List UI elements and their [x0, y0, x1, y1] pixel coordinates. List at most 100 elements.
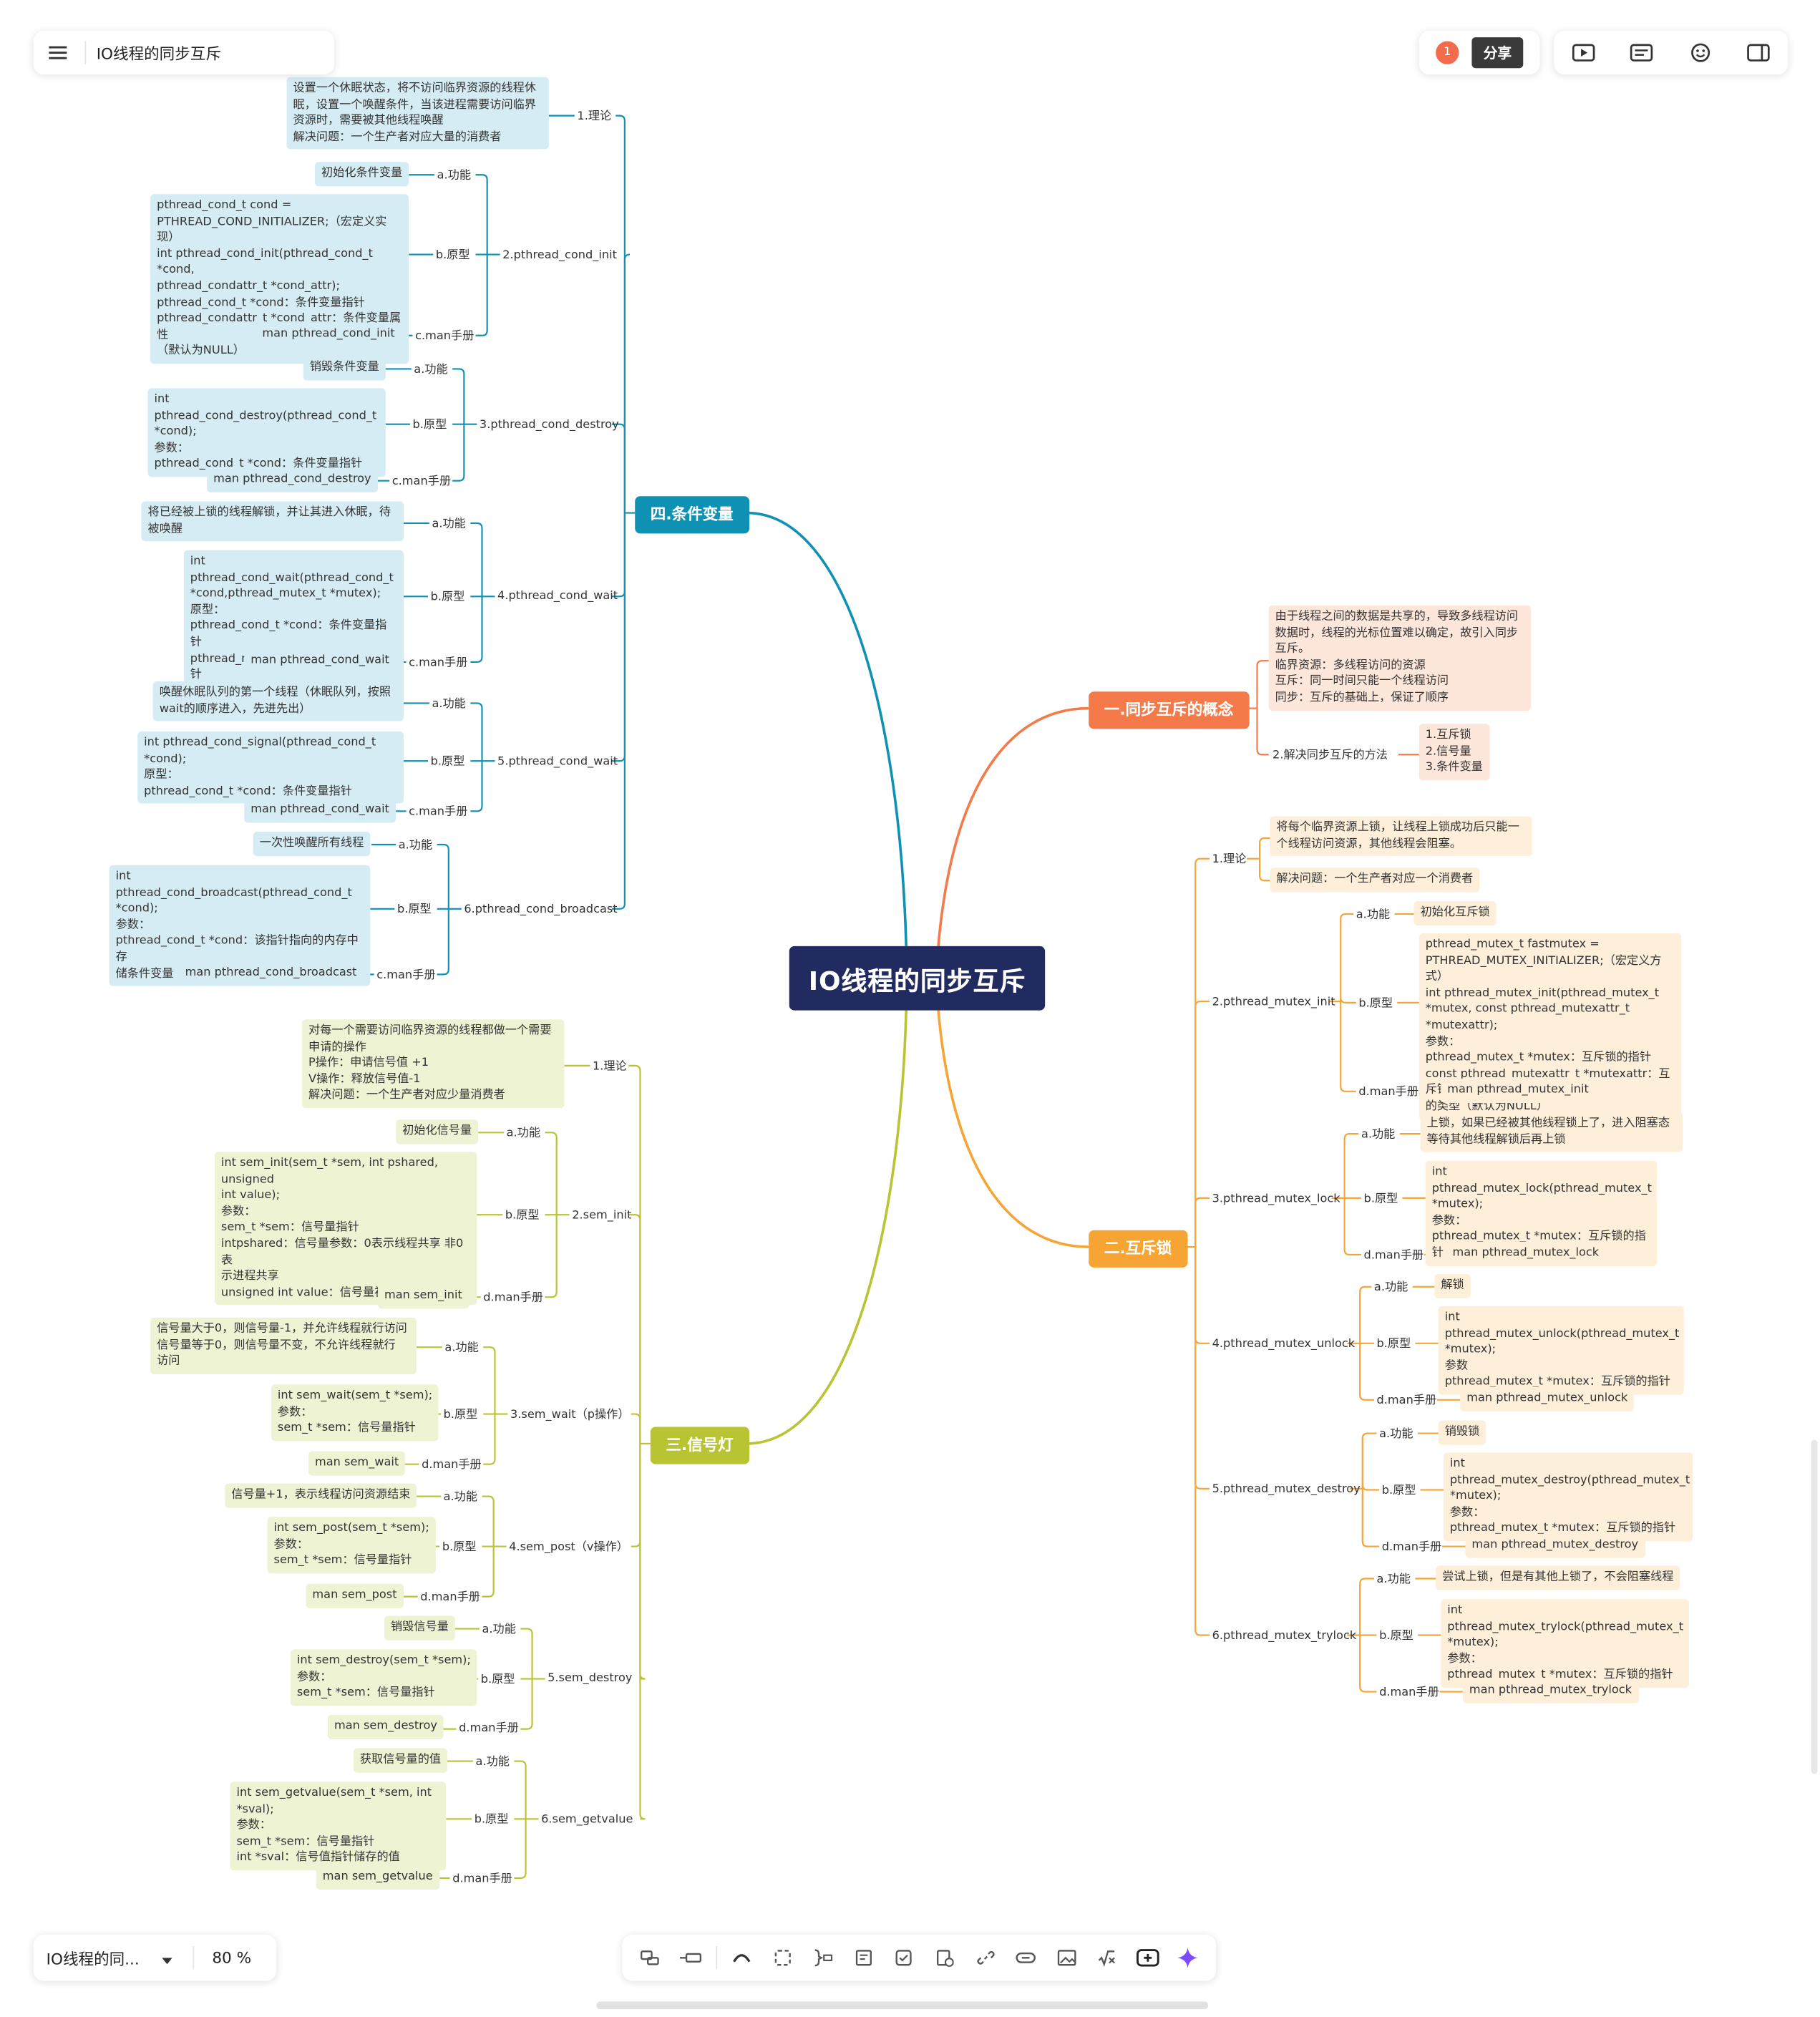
cv-wait-proto-label[interactable]: b.原型 — [430, 591, 465, 605]
cv-wait-func-label[interactable]: a.功能 — [432, 517, 466, 531]
mutex-destroy-label[interactable]: 5.pthread_mutex_destroy — [1212, 1483, 1361, 1497]
sem-wait-func-label[interactable]: a.功能 — [444, 1342, 479, 1355]
mutex-theory-text[interactable]: 将每个临界资源上锁，让线程上锁成功后只能一 个线程访问资源，其他线程会阻塞。 — [1270, 816, 1532, 857]
sem-init-func-label[interactable]: a.功能 — [506, 1127, 541, 1141]
cv-destroy-proto-text[interactable]: int pthread_cond_destroy(pthread_cond_t … — [147, 388, 386, 477]
zoom-level[interactable]: 80 % — [212, 1948, 252, 1967]
cv-broadcast-func-text[interactable]: 一次性唤醒所有线程 — [253, 832, 371, 856]
cv-wait-man-text[interactable]: man pthread_cond_wait — [244, 648, 396, 674]
sem-getvalue-proto-text[interactable]: int sem_getvalue(sem_t *sem, int *sval);… — [230, 1782, 447, 1871]
cv-signal-proto-label[interactable]: b.原型 — [430, 756, 465, 769]
cv-init-func-text[interactable]: 初始化条件变量 — [315, 162, 409, 186]
cv-destroy-label[interactable]: 3.pthread_cond_destroy — [479, 419, 619, 432]
mutex-destroy-man-label[interactable]: d.man手册 — [1381, 1541, 1442, 1555]
sem-getvalue-proto-label[interactable]: b.原型 — [474, 1814, 509, 1827]
mutex-theory-problem[interactable]: 解决问题：一个生产者对应一个消费者 — [1270, 867, 1480, 892]
sem-init-proto-text[interactable]: int sem_init(sem_t *sem, int pshared, un… — [214, 1152, 477, 1306]
image-icon[interactable] — [1051, 1943, 1081, 1973]
central-topic[interactable]: IO线程的同步互斥 — [789, 946, 1046, 1011]
cv-signal-label[interactable]: 5.pthread_cond_wait — [497, 756, 618, 769]
sem-wait-man-text[interactable]: man sem_wait — [308, 1451, 406, 1476]
mutex-unlock-man-label[interactable]: d.man手册 — [1376, 1394, 1437, 1408]
sem-destroy-man-label[interactable]: d.man手册 — [459, 1722, 519, 1736]
sem-destroy-func-label[interactable]: a.功能 — [482, 1623, 516, 1637]
sem-destroy-proto-text[interactable]: int sem_destroy(sem_t *sem); 参数： sem_t *… — [290, 1649, 477, 1706]
cv-init-man-text[interactable]: man pthread_cond_init — [256, 322, 402, 347]
sem-destroy-func-text[interactable]: 销毁信号量 — [384, 1615, 455, 1640]
sibling-node-icon[interactable] — [675, 1943, 706, 1973]
mutex-lock-man-label[interactable]: d.man手册 — [1363, 1249, 1424, 1263]
cv-signal-func-text[interactable]: 唤醒休眠队列的第一个线程（休眠队列，按照 wait的顺序进入，先进先出） — [152, 681, 404, 721]
branch-condition-variable[interactable]: 四.条件变量 — [635, 496, 749, 533]
sem-destroy-man-text[interactable]: man sem_destroy — [327, 1714, 444, 1739]
cv-init-man-label[interactable]: c.man手册 — [415, 330, 475, 344]
mutex-lock-func-text[interactable]: 上锁，如果已经被其他线程锁上了，进入阻塞态 等待其他线程解锁后再上锁 — [1420, 1112, 1683, 1152]
mutex-unlock-func-label[interactable]: a.功能 — [1373, 1281, 1408, 1295]
cv-init-func-label[interactable]: a.功能 — [437, 170, 472, 183]
cv-signal-func-label[interactable]: a.功能 — [432, 698, 466, 711]
mutex-init-man-label[interactable]: d.man手册 — [1358, 1086, 1418, 1099]
mutex-trylock-label[interactable]: 6.pthread_mutex_trylock — [1212, 1630, 1357, 1643]
mutex-init-proto-label[interactable]: b.原型 — [1358, 997, 1393, 1011]
mutex-trylock-func-text[interactable]: 尝试上锁，但是有其他上锁了，不会阻塞线程 — [1436, 1565, 1680, 1590]
sem-destroy-proto-label[interactable]: b.原型 — [480, 1673, 515, 1687]
cv-broadcast-man-label[interactable]: c.man手册 — [376, 969, 436, 983]
connector-icon[interactable] — [726, 1943, 757, 1973]
cv-wait-label[interactable]: 4.pthread_cond_wait — [497, 590, 618, 603]
chevron-down-icon[interactable] — [162, 1945, 175, 1970]
sem-wait-func-text[interactable]: 信号量大于0，则信号量-1，并允许线程就行访问 信号量等于0，则信号量不变，不允… — [150, 1317, 417, 1374]
cv-broadcast-func-label[interactable]: a.功能 — [398, 839, 433, 852]
ai-sparkle-icon[interactable] — [1172, 1943, 1203, 1973]
cv-broadcast-proto-text[interactable]: int pthread_cond_broadcast(pthread_cond_… — [109, 865, 371, 986]
mutex-unlock-proto-text[interactable]: int pthread_mutex_unlock(pthread_mutex_t… — [1438, 1306, 1684, 1395]
cv-signal-proto-text[interactable]: int pthread_cond_signal(pthread_cond_t *… — [137, 731, 404, 805]
sem-init-proto-label[interactable]: b.原型 — [505, 1210, 540, 1223]
sem-post-man-label[interactable]: d.man手册 — [420, 1591, 480, 1605]
cv-destroy-proto-label[interactable]: b.原型 — [412, 419, 447, 432]
emoji-icon[interactable] — [1683, 36, 1717, 69]
sem-post-func-text[interactable]: 信号量+1，表示线程访问资源结束 — [225, 1483, 417, 1507]
mutex-init-man-text[interactable]: man pthread_mutex_init — [1441, 1078, 1595, 1103]
mutex-init-label[interactable]: 2.pthread_mutex_init — [1212, 996, 1335, 1009]
notification-badge[interactable]: 1 — [1436, 41, 1459, 64]
sem-getvalue-man-label[interactable]: d.man手册 — [452, 1872, 512, 1886]
formula-icon[interactable] — [1091, 1943, 1122, 1973]
cv-destroy-man-text[interactable]: man pthread_cond_destroy — [207, 467, 378, 492]
sem-wait-man-label[interactable]: d.man手册 — [422, 1459, 482, 1472]
cv-wait-man-label[interactable]: c.man手册 — [409, 656, 468, 670]
sem-post-proto-label[interactable]: b.原型 — [442, 1541, 477, 1555]
hyperlink-icon[interactable] — [1011, 1943, 1041, 1973]
cv-signal-man-label[interactable]: c.man手册 — [409, 806, 468, 820]
task-icon[interactable] — [889, 1943, 920, 1973]
cv-theory-label[interactable]: 1.理论 — [577, 110, 612, 124]
child-node-icon[interactable] — [635, 1943, 666, 1973]
branch-mutex[interactable]: 二.互斥锁 — [1089, 1230, 1187, 1268]
cv-destroy-man-label[interactable]: c.man手册 — [391, 475, 452, 489]
horizontal-scrollbar[interactable] — [596, 2001, 1209, 2010]
branch-semaphore[interactable]: 三.信号灯 — [650, 1427, 749, 1464]
play-icon[interactable] — [1567, 36, 1600, 69]
cv-theory-text[interactable]: 设置一个休眠状态，将不访问临界资源的线程休 眠，设置一个唤醒条件，当该进程需要访… — [286, 77, 549, 150]
cv-broadcast-proto-label[interactable]: b.原型 — [396, 903, 432, 917]
comment-icon[interactable] — [1625, 36, 1659, 69]
mutex-unlock-label[interactable]: 4.pthread_mutex_unlock — [1212, 1338, 1356, 1351]
cv-wait-func-text[interactable]: 将已经被上锁的线程解锁，并让其进入休眠，待 被唤醒 — [141, 501, 404, 542]
branch-sync-concept[interactable]: 一.同步互斥的概念 — [1089, 691, 1249, 729]
sem-post-man-text[interactable]: man sem_post — [306, 1583, 404, 1608]
mutex-trylock-proto-text[interactable]: int pthread_mutex_trylock(pthread_mutex_… — [1441, 1599, 1689, 1688]
concept-text[interactable]: 由于线程之间的数据是共享的，导致多线程访问 数据时，线程的光标位置难以确定，故引… — [1268, 605, 1532, 711]
concept-methods-label[interactable]: 2.解决同步互斥的方法 — [1272, 749, 1388, 763]
sem-theory-label[interactable]: 1.理论 — [592, 1060, 627, 1074]
cv-broadcast-man-text[interactable]: man pthread_cond_broadcast — [178, 961, 364, 986]
sem-getvalue-func-text[interactable]: 获取信号量的值 — [353, 1748, 448, 1772]
add-icon[interactable] — [1132, 1943, 1163, 1973]
cv-destroy-func-label[interactable]: a.功能 — [414, 364, 448, 377]
sem-init-man-text[interactable]: man sem_init — [378, 1284, 469, 1308]
hamburger-icon[interactable] — [41, 36, 74, 69]
cv-init-proto-label[interactable]: b.原型 — [435, 249, 470, 263]
summary-icon[interactable] — [767, 1943, 798, 1973]
mutex-destroy-func-label[interactable]: a.功能 — [1379, 1428, 1413, 1442]
sem-init-label[interactable]: 2.sem_init — [572, 1210, 632, 1223]
mutex-init-func-label[interactable]: a.功能 — [1356, 908, 1391, 922]
mutex-destroy-man-text[interactable]: man pthread_mutex_destroy — [1465, 1533, 1645, 1558]
